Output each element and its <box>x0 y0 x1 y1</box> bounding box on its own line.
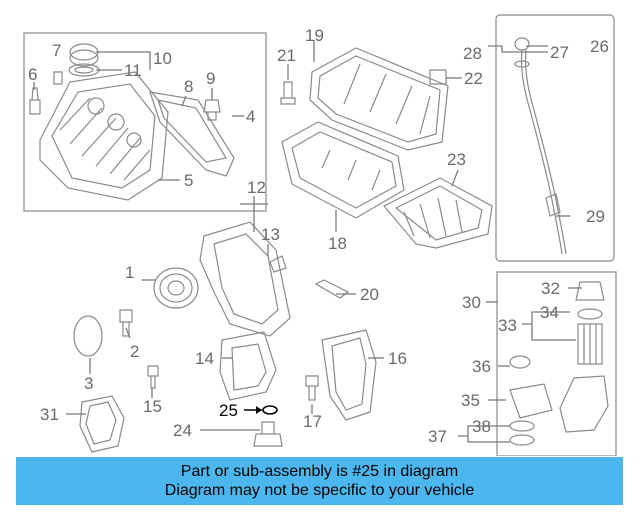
dipstick-part <box>514 37 567 255</box>
baffle-part <box>383 177 493 249</box>
callout-23: 23 <box>447 150 466 169</box>
diagram-linework <box>23 14 617 456</box>
callout-18: 18 <box>328 234 347 253</box>
cover-plate-part <box>149 91 235 177</box>
callout-29: 29 <box>586 207 605 226</box>
bracket-14-part <box>219 331 277 401</box>
sender-24-part <box>253 421 283 447</box>
callout-27: 27 <box>550 43 569 62</box>
callout-26: 26 <box>590 37 609 56</box>
dipstick-frame <box>495 14 615 262</box>
callout-32: 32 <box>541 279 560 298</box>
clip-13-part <box>269 255 287 273</box>
callout-21: 21 <box>277 46 296 65</box>
callout-17: 17 <box>303 412 322 431</box>
callout-1: 1 <box>125 263 134 282</box>
callout-24: 24 <box>173 421 192 440</box>
drain-plug-part <box>429 69 447 85</box>
bolt-part <box>53 71 63 85</box>
pulley-part <box>153 267 199 309</box>
callout-33: 33 <box>498 316 517 335</box>
oil-pan-upper-part <box>309 47 449 151</box>
callout-9: 9 <box>206 69 215 88</box>
grommet-part <box>203 99 221 121</box>
banner-line-part: Part or sub-assembly is #25 in diagram <box>180 463 459 480</box>
gasket-20-part <box>314 279 350 299</box>
oil-filter-housing-part <box>509 281 609 446</box>
callout-labels: 1 2 3 4 5 6 7 8 9 10 11 12 13 14 15 16 1… <box>28 26 609 446</box>
oil-cap-part <box>68 43 100 77</box>
callout-36: 36 <box>472 357 491 376</box>
callout-34: 34 <box>540 303 559 322</box>
callout-10: 10 <box>153 49 172 68</box>
callout-28: 28 <box>463 44 482 63</box>
callout-7: 7 <box>52 41 61 60</box>
callout-20: 20 <box>360 285 379 304</box>
callout-13: 13 <box>261 225 280 244</box>
callout-14: 14 <box>195 349 214 368</box>
seal-3-part <box>73 315 103 357</box>
callout-11: 11 <box>124 61 142 80</box>
callout-35: 35 <box>461 391 480 410</box>
callout-4: 4 <box>246 107 255 126</box>
leader-lines <box>33 40 582 443</box>
baffle-ribs <box>403 197 463 239</box>
valve-cover-frame <box>23 32 267 212</box>
oil-pan-lower-part <box>281 121 405 219</box>
callout-3: 3 <box>84 374 93 393</box>
plate-31-part <box>79 395 125 453</box>
callout-31: 31 <box>40 405 59 424</box>
callout-12: 12 <box>247 178 266 197</box>
bolt-2-part <box>119 309 133 337</box>
oil-filter-frame <box>496 271 617 456</box>
callout-5: 5 <box>184 171 193 190</box>
callout-6: 6 <box>28 65 37 84</box>
bolt-21-part <box>280 81 296 105</box>
back-plate-part <box>321 329 377 421</box>
info-banner: Part or sub-assembly is #25 in diagram D… <box>16 457 623 505</box>
bolt-17-part <box>305 375 319 401</box>
callout-8: 8 <box>184 77 193 96</box>
callout-25: 25 <box>219 401 238 420</box>
banner-line-disclaimer: Diagram may not be specific to your vehi… <box>164 482 475 499</box>
parts-diagram: 1 2 3 4 5 6 7 8 9 10 11 12 13 14 15 16 1… <box>23 14 617 456</box>
valve-cover-part <box>39 71 169 201</box>
timing-cover-part <box>199 221 291 337</box>
bolt-15-part <box>147 365 159 389</box>
sensor-part <box>29 87 41 115</box>
highlight-part-25 <box>244 405 278 415</box>
callout-30: 30 <box>462 293 481 312</box>
callout-37: 37 <box>428 427 447 446</box>
callout-16: 16 <box>388 349 407 368</box>
callout-22: 22 <box>464 69 483 88</box>
callout-2: 2 <box>130 342 139 361</box>
callout-15: 15 <box>143 397 162 416</box>
callout-19: 19 <box>305 26 324 45</box>
callout-38: 38 <box>472 417 491 436</box>
